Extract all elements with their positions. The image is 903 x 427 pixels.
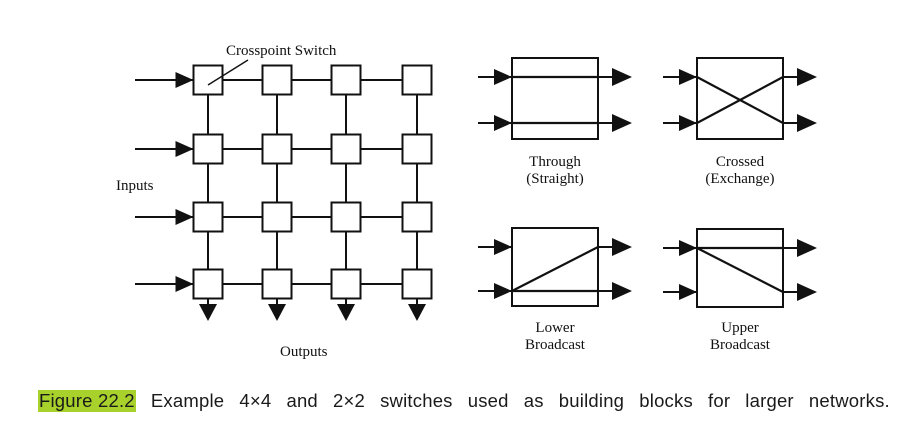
switch-label-line1: Crossed <box>716 154 765 170</box>
output-arrow-icon <box>268 304 286 321</box>
caption-word: switches <box>380 390 453 411</box>
output-arrow-icon <box>199 304 217 321</box>
output-arrow-icon <box>612 282 632 300</box>
crosspoint-switch <box>192 64 224 96</box>
input-arrow-icon <box>175 141 194 157</box>
output-arrow-icon <box>612 114 632 132</box>
caption-word: blocks <box>639 390 693 411</box>
switch-path <box>511 246 599 292</box>
switch-label-line2: Broadcast <box>525 337 586 353</box>
output-arrow-icon <box>797 114 817 132</box>
crosspoint-switch <box>261 201 293 233</box>
crosspoint-switch <box>261 64 293 96</box>
switch-state-crossed: Crossed(Exchange) <box>663 57 817 187</box>
switch-label-line2: (Exchange) <box>705 171 774 187</box>
crosspoint-pointer <box>207 59 249 86</box>
caption-word: building <box>558 390 625 411</box>
input-arrow-icon <box>494 283 512 299</box>
caption-word: 2×2 <box>333 390 365 411</box>
switch-label-line2: Broadcast <box>710 337 771 353</box>
crosspoint-switch <box>330 133 362 165</box>
input-arrow-icon <box>494 239 512 255</box>
caption-word: networks. <box>808 390 890 411</box>
switch-box <box>511 227 599 307</box>
input-arrow-icon <box>175 276 194 292</box>
input-arrow-icon <box>679 284 697 300</box>
input-arrow-icon <box>679 240 697 256</box>
figure-reference: Figure 22.2 <box>38 390 136 412</box>
crosspoint-switch <box>192 133 224 165</box>
switch-states: Through(Straight)Crossed(Exchange)LowerB… <box>478 57 817 353</box>
output-arrow-icon <box>612 238 632 256</box>
output-arrow-icon <box>797 283 817 301</box>
caption-word: and <box>286 390 318 411</box>
caption-word: used <box>467 390 509 411</box>
caption-word: for <box>708 390 731 411</box>
switch-box <box>511 57 599 140</box>
crosspoint-switch <box>330 201 362 233</box>
crossbar-4x4 <box>135 64 433 321</box>
switch-path <box>696 76 784 124</box>
inputs-label: Inputs <box>116 178 154 194</box>
switch-label-line1: Lower <box>535 320 574 336</box>
caption-word: Example <box>150 390 225 411</box>
crosspoint-switch <box>401 133 433 165</box>
crosspoint-switch <box>192 201 224 233</box>
output-arrow-icon <box>612 68 632 86</box>
switch-label-line1: Upper <box>721 320 759 336</box>
switch-label-line1: Through <box>529 154 581 170</box>
crosspoint-switch <box>401 64 433 96</box>
outputs-label: Outputs <box>280 344 328 360</box>
input-arrow-icon <box>175 209 194 225</box>
output-arrow-icon <box>797 68 817 86</box>
caption-word: 4×4 <box>239 390 272 411</box>
crosspoint-switch <box>330 64 362 96</box>
switch-box <box>696 57 784 140</box>
crosspoint-switch <box>192 268 224 300</box>
caption-word: larger <box>745 390 794 411</box>
switch-label-line2: (Straight) <box>526 171 584 187</box>
caption-word: as <box>523 390 544 411</box>
output-arrow-icon <box>408 304 426 321</box>
switch-path <box>696 247 784 293</box>
crosspoint-switch <box>401 268 433 300</box>
output-arrow-icon <box>337 304 355 321</box>
switch-state-through: Through(Straight) <box>478 57 632 187</box>
input-arrow-icon <box>494 69 512 85</box>
crosspoint-switch <box>261 268 293 300</box>
crosspoint-switch <box>401 201 433 233</box>
switch-box <box>696 228 784 308</box>
crosspoint-switch <box>330 268 362 300</box>
switch-diagram: Crosspoint Switch Inputs Outputs Through… <box>116 43 817 360</box>
input-arrow-icon <box>175 72 194 88</box>
input-arrow-icon <box>494 115 512 131</box>
crosspoint-switch <box>261 133 293 165</box>
figure-caption: Figure 22.2 Example 4×4 and 2×2 switches… <box>38 390 890 412</box>
input-arrow-icon <box>679 115 697 131</box>
output-arrow-icon <box>797 239 817 257</box>
crosspoint-switch-label: Crosspoint Switch <box>226 43 337 59</box>
input-arrow-icon <box>679 69 697 85</box>
